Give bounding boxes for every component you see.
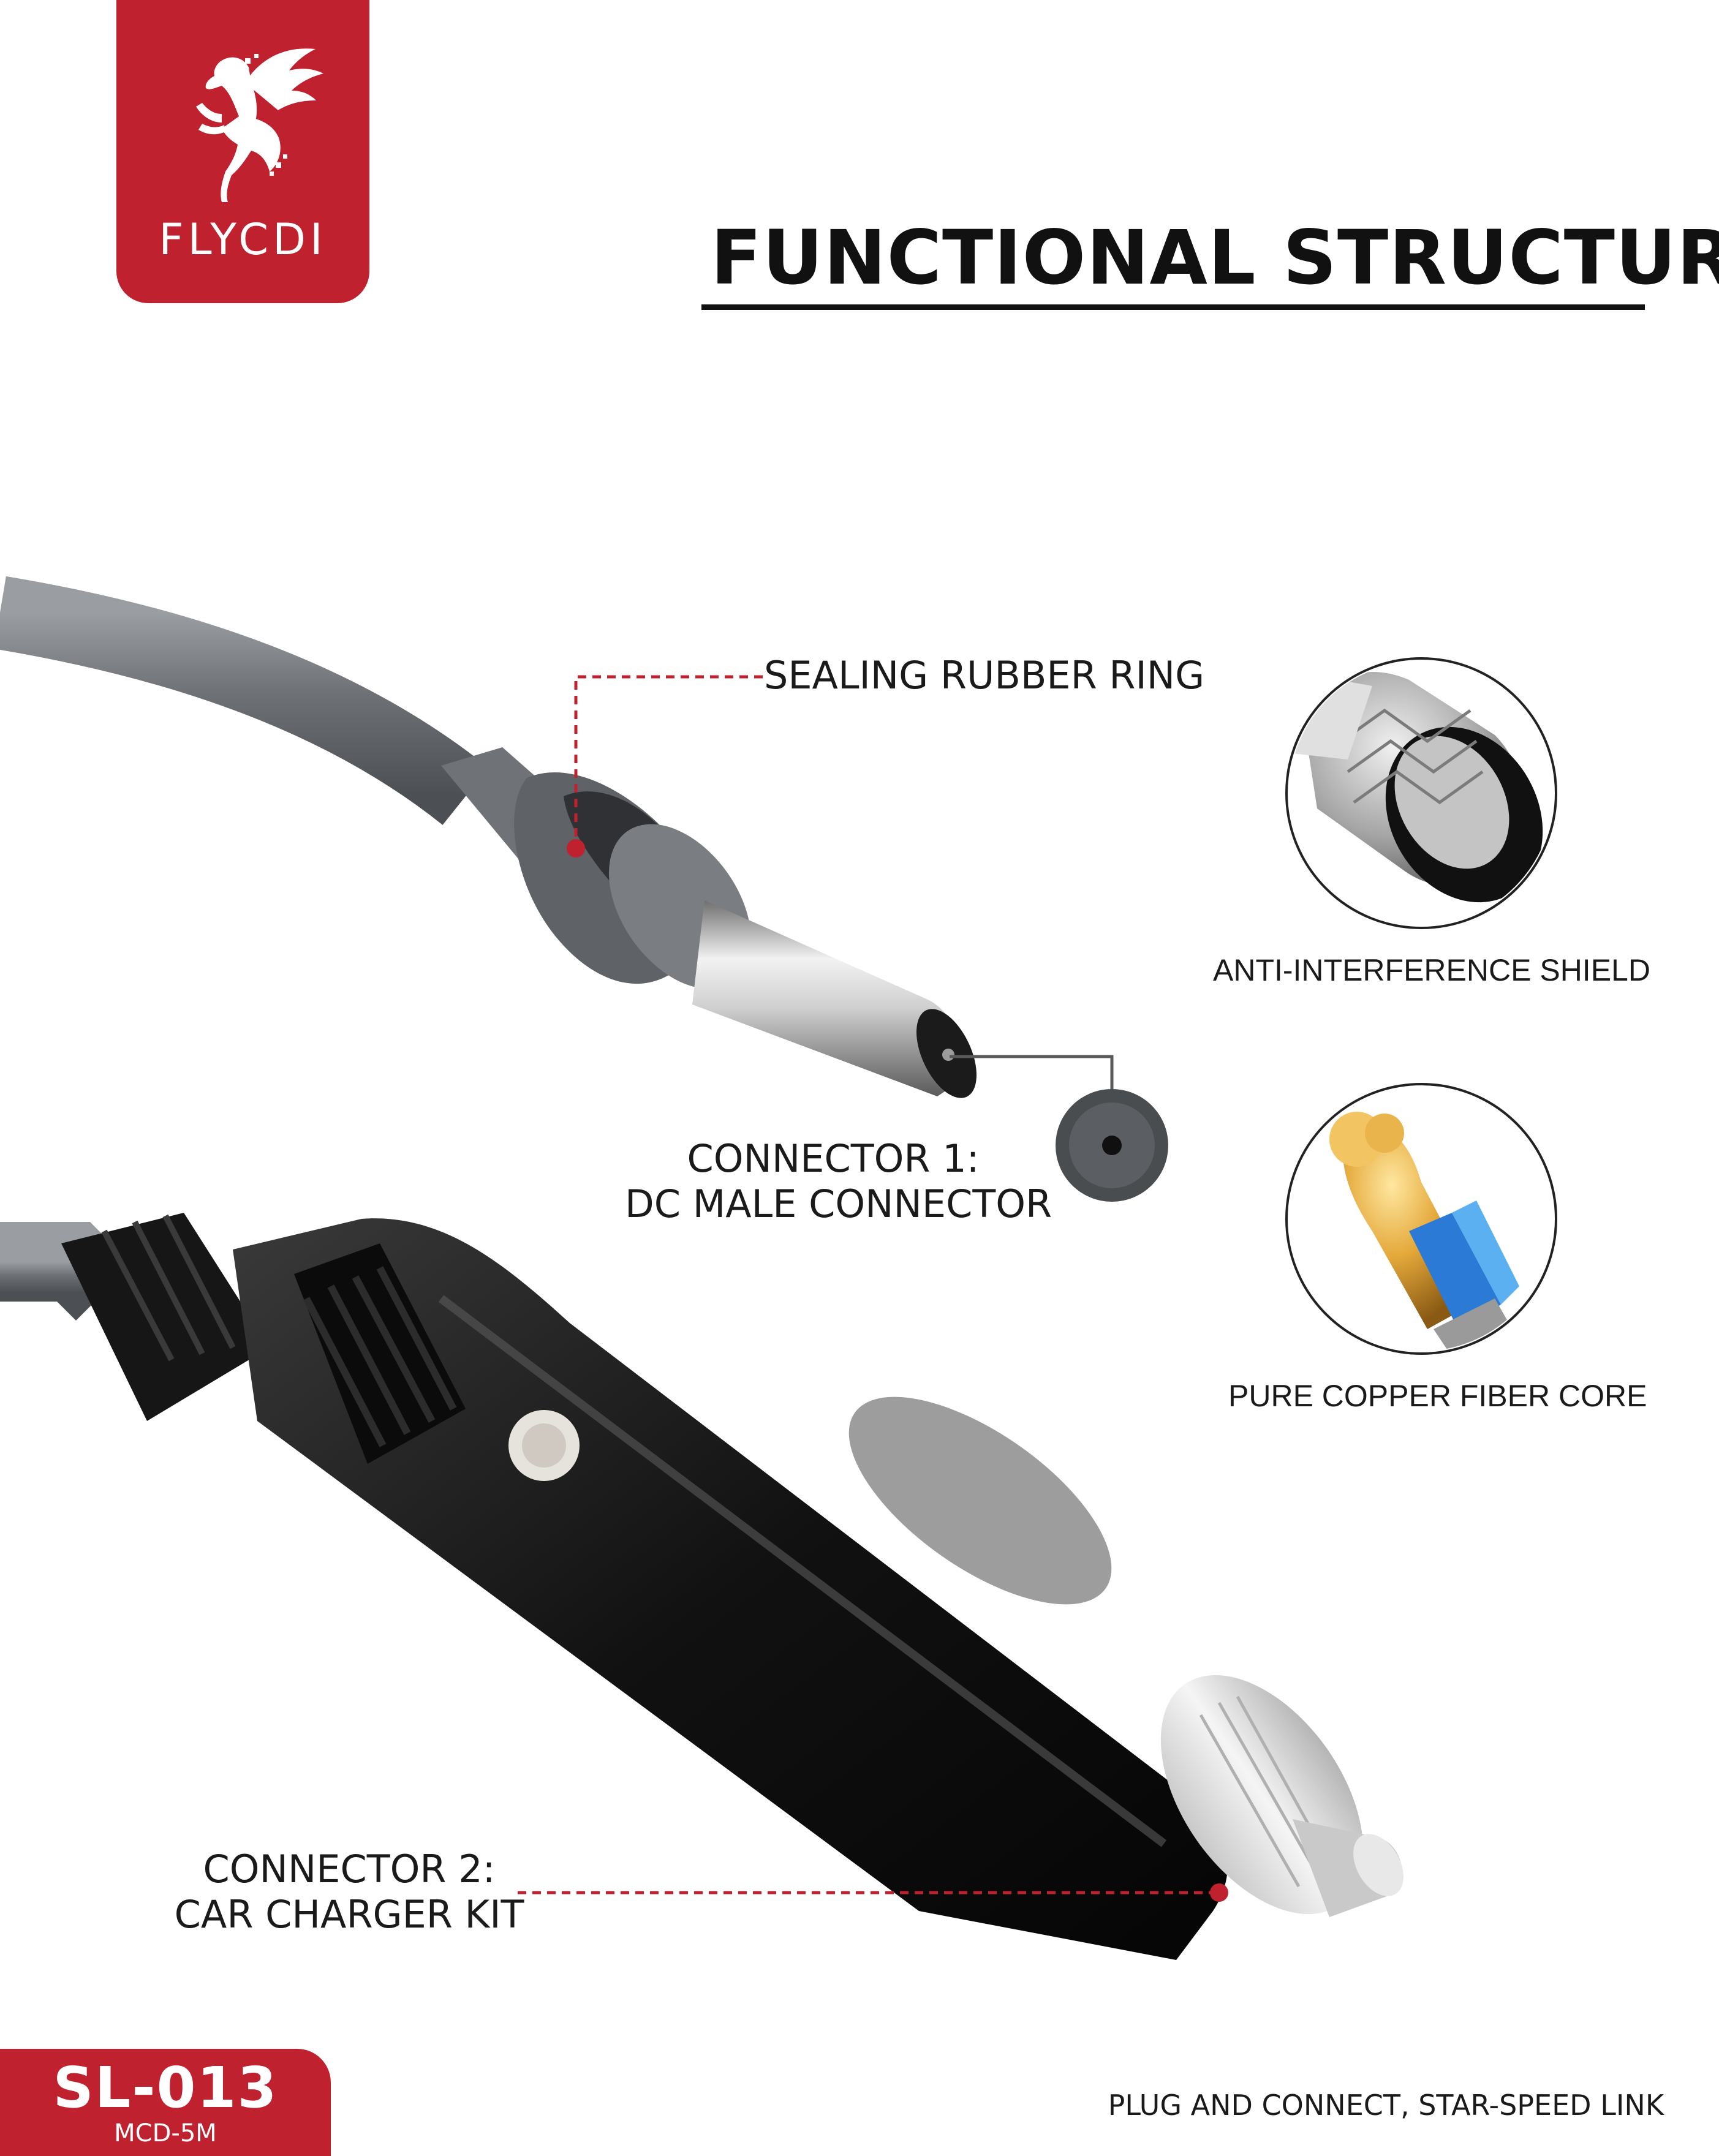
- callout-car-charger: [518, 1883, 1228, 1902]
- connector2-label: CONNECTOR 2: CAR CHARGER KIT: [165, 1847, 533, 1937]
- dc-connector: [441, 747, 977, 1098]
- sealing-ring-label: SEALING RUBBER RING: [764, 653, 1205, 698]
- model-badge: SL-013 MCD-5M: [0, 2049, 331, 2156]
- braided-shield-icon: [1285, 657, 1557, 929]
- connector1-label-line1: CONNECTOR 1:: [687, 1136, 980, 1181]
- model-variant: MCD-5M: [114, 2119, 217, 2147]
- connector2-label-line1: CONNECTOR 2:: [203, 1847, 496, 1891]
- title-underline: [701, 304, 1645, 310]
- connector1-label: CONNECTOR 1: DC MALE CONNECTOR: [625, 1136, 1052, 1227]
- pegasus-icon: [196, 48, 323, 202]
- upper-cable: [0, 576, 489, 825]
- copper-core-icon: [1285, 1083, 1557, 1355]
- model-number: SL-013: [53, 2055, 278, 2120]
- car-charger-plug: [61, 1213, 1404, 1960]
- feature-label-shield: ANTI-INTERFERENCE SHIELD: [1213, 953, 1650, 987]
- metal-barrel: [692, 900, 961, 1096]
- feature-label-copper: PURE COPPER FIBER CORE: [1228, 1379, 1647, 1413]
- connector1-label-line2: DC MALE CONNECTOR: [625, 1182, 1052, 1226]
- page-title: FUNCTIONAL STRUCTURE: [711, 214, 1719, 301]
- tagline: PLUG AND CONNECT, STAR-SPEED LINK: [1108, 2089, 1664, 2122]
- plug-body: [233, 1218, 1228, 1960]
- brand-logo-badge: FLYCDI: [116, 0, 369, 303]
- connector2-label-line2: CAR CHARGER KIT: [174, 1892, 524, 1937]
- callout-dc-connector: [950, 1055, 1168, 1202]
- callout-sealing-ring: [567, 675, 763, 858]
- brand-name: FLYCDI: [159, 214, 327, 265]
